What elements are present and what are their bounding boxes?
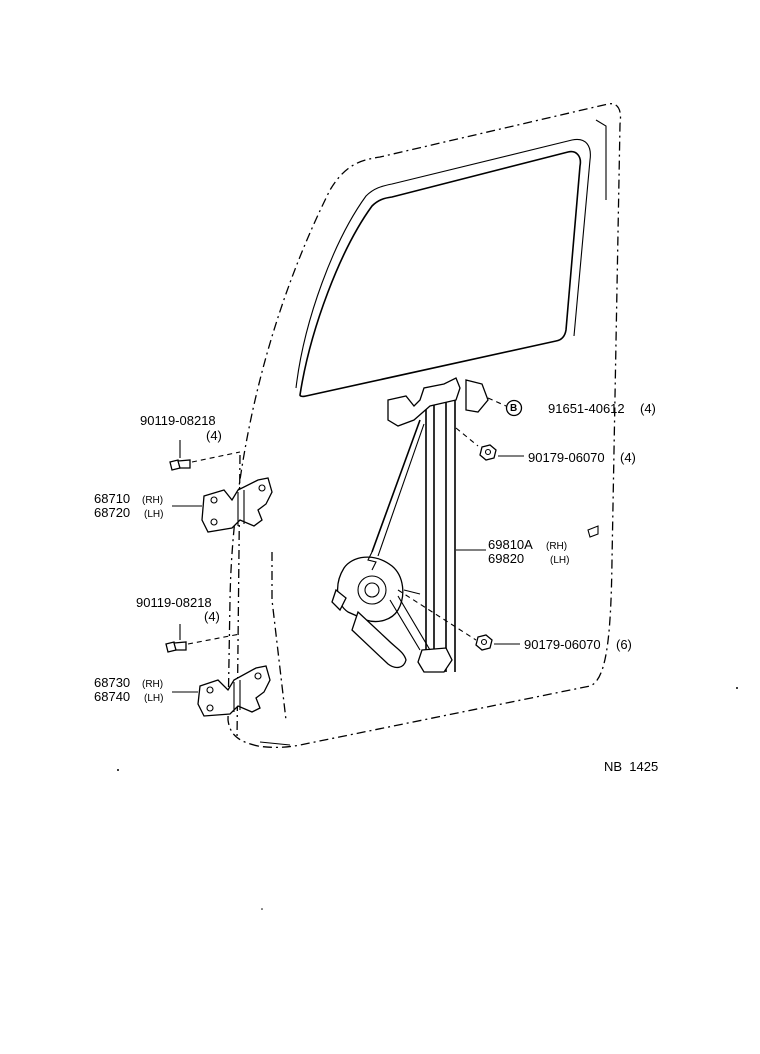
lower-hinge xyxy=(197,665,271,717)
bolt-lower-part-number: 90119-08218 xyxy=(136,595,212,610)
bolt-upper-part-number: 90119-08218 xyxy=(140,413,216,428)
window-regulator-assembly xyxy=(331,377,489,673)
rivet-part-number: 91651-40612 xyxy=(548,401,625,416)
nut-upper-part-number: 90179-06070 xyxy=(528,450,605,465)
nut-lower-qty: (6) xyxy=(616,637,632,652)
rivet-symbol-letter: B xyxy=(510,403,518,414)
rivet-symbol xyxy=(505,399,523,417)
lower-bolt xyxy=(165,641,187,653)
regulator-lh-part: 69820 xyxy=(488,551,525,566)
hinge-lower-rh-part: 68730 xyxy=(94,675,131,690)
door-edge-details xyxy=(587,119,607,538)
hinge-upper-rh-tag: (RH) xyxy=(142,495,164,506)
lower-nut xyxy=(475,634,493,651)
hinge-upper-lh-tag: (LH) xyxy=(144,509,164,520)
door-outline xyxy=(227,103,622,749)
hinge-upper-rh-part: 68710 xyxy=(94,491,131,506)
upper-bolt xyxy=(169,459,191,471)
regulator-lh-tag: (LH) xyxy=(550,555,570,566)
regulator-rh-tag: (RH) xyxy=(546,541,568,552)
bolt-lower-qty: (4) xyxy=(204,609,220,624)
window-opening xyxy=(295,138,591,398)
bolt-upper-qty: (4) xyxy=(206,428,222,443)
upper-hinge xyxy=(201,477,273,533)
figure-code: NB 1425 xyxy=(604,759,659,774)
leader-lines xyxy=(172,397,524,693)
nut-lower-part-number: 90179-06070 xyxy=(524,637,601,652)
upper-nut xyxy=(479,444,497,461)
regulator-rh-part: 69810A xyxy=(488,537,533,552)
hinge-lower-rh-tag: (RH) xyxy=(142,679,164,690)
scan-specks xyxy=(117,687,738,910)
hinge-upper-lh-part: 68720 xyxy=(94,505,131,520)
hinge-lower-lh-part: 68740 xyxy=(94,689,131,704)
nut-upper-qty: (4) xyxy=(620,450,636,465)
hinge-lower-lh-tag: (LH) xyxy=(144,693,164,704)
rivet-qty: (4) xyxy=(640,401,656,416)
